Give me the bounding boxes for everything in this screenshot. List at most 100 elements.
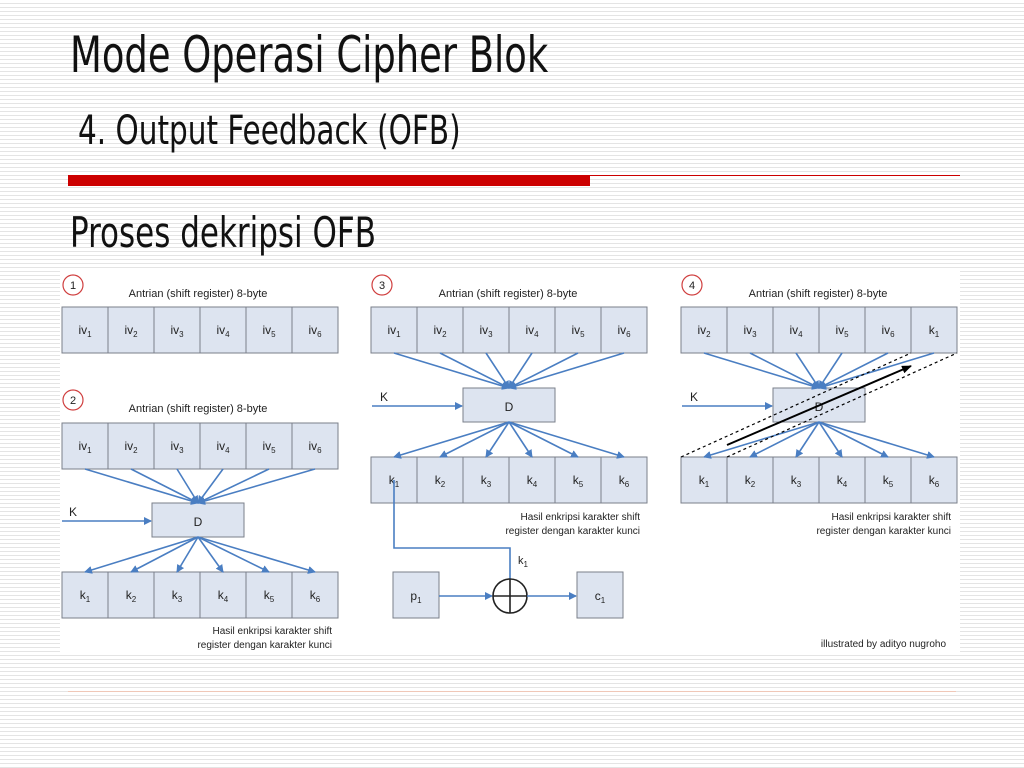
panel-3-keys-cell-label-5: k5: [573, 473, 584, 489]
panel-3-arrow-out-4: [508, 421, 533, 458]
panel-4-keys-cell-label-6: k6: [929, 473, 940, 489]
panel-3-key-label: K: [380, 390, 388, 404]
panel-4-keys-cell-label-1: k1: [699, 473, 710, 489]
panel-3-result-caption-2: register dengan karakter kunci: [505, 526, 640, 537]
panel-4-shift-dash-upper: [726, 352, 958, 458]
panel-3-arrow-out-5: [508, 421, 579, 458]
panel-3-register-cell-label-4: iv4: [525, 323, 539, 339]
panel-1-register-cell-label-3: iv3: [170, 323, 184, 339]
panel-4-register-cell-2: [726, 306, 774, 354]
panel-2-keys-cell-label-3: k3: [172, 588, 183, 604]
panel-1-register-cell-label-2: iv2: [124, 323, 138, 339]
panel-4-keys-cell-label-3: k3: [791, 473, 802, 489]
panel-1-register-cell-5: [245, 306, 293, 354]
panel-4-keys-cell-5: [864, 456, 912, 504]
panel-3-arrow-in-3: [485, 352, 510, 389]
panel-2-keys-cell-label-1: k1: [80, 588, 91, 604]
panel-2-keys-cell-2: [107, 571, 155, 619]
panel-2-keys-cell-3: [153, 571, 201, 619]
panel-3-keys-cell-label-1: k1: [389, 473, 400, 489]
panel-2-arrow-out-3: [176, 536, 199, 573]
panel-2-key-label: K: [69, 505, 77, 519]
panel-4-result-caption-2: register dengan karakter kunci: [816, 526, 951, 537]
panel-1-register-cell-label-6: iv6: [308, 323, 322, 339]
panel-3-arrow-out-3: [485, 421, 510, 458]
panel-3-keys-cell-5: [554, 456, 602, 504]
panel-4-badge-label: 4: [689, 280, 695, 292]
panel-2-result-caption-2: register dengan karakter kunci: [197, 640, 332, 651]
panel-4-arrow-in-3: [795, 352, 820, 389]
panel-2-register-cell-label-6: iv6: [308, 439, 322, 455]
panel-1-register-cell-1: [61, 306, 109, 354]
panel-3-arrow-out-6: [508, 421, 625, 459]
panel-2-keys-cell-4: [199, 571, 247, 619]
panel-3-register-cell-1: [370, 306, 418, 354]
panel-2-arrow-out-1: [84, 536, 199, 574]
panel-4-arrow-out-5: [818, 421, 889, 458]
panel-3-ciphertext-label: c1: [595, 589, 606, 605]
panel-4-keys-cell-2: [726, 456, 774, 504]
panel-2-arrow-in-5: [197, 468, 270, 504]
panel-3-arrow-in-6: [508, 352, 625, 390]
panel-4-result-caption-1: Hasil enkripsi karakter shift: [832, 512, 952, 523]
panel-2-arrow-out-6: [197, 536, 316, 574]
panel-2-register-cell-4: [199, 422, 247, 470]
panel-4-arrow-out-4: [818, 421, 843, 458]
panel-4-keys-cell-3: [772, 456, 820, 504]
panel-2-arrow-in-3: [176, 468, 199, 504]
panel-2-register-cell-label-3: iv3: [170, 439, 184, 455]
panel-4-register-cell-label-4: iv5: [835, 323, 849, 339]
panel-3-register-cell-label-6: iv6: [617, 323, 631, 339]
section-title: Proses dekripsi OFB: [70, 208, 376, 257]
panel-4-register-cell-4: [818, 306, 866, 354]
panel-4-arrow-in-1: [703, 352, 820, 390]
panel-4-register-caption: Antrian (shift register) 8-byte: [749, 288, 888, 300]
panel-2-badge-label: 2: [70, 395, 76, 407]
panel-4-register-cell-label-6: k1: [929, 323, 940, 339]
panel-2-arrow-in-2: [130, 468, 199, 504]
panel-1-register-cell-2: [107, 306, 155, 354]
panel-3-feedback-label: k1: [518, 555, 529, 569]
panel-4-keys-cell-label-2: k2: [745, 473, 756, 489]
panel-4-keys-cell-label-4: k4: [837, 473, 848, 489]
panel-3-decrypt-label: D: [505, 400, 514, 414]
slide-subtitle: 4. Output Feedback (OFB): [78, 108, 461, 154]
panel-3-register-cell-label-1: iv1: [387, 323, 401, 339]
panel-3-register-cell-label-5: iv5: [571, 323, 585, 339]
panel-2-register-cell-1: [61, 422, 109, 470]
panel-1-register-caption: Antrian (shift register) 8-byte: [129, 288, 268, 300]
panel-3-keys-cell-label-4: k4: [527, 473, 538, 489]
panel-4-arrow-out-1: [703, 421, 820, 459]
panel-3-badge-label: 3: [379, 280, 385, 292]
panel-3-keys-cell-label-2: k2: [435, 473, 446, 489]
panel-4-register-cell-label-1: iv2: [697, 323, 711, 339]
panel-2-keys-cell-6: [291, 571, 339, 619]
panel-2-register-cell-label-2: iv2: [124, 439, 138, 455]
panel-4-arrow-out-6: [818, 421, 935, 459]
panel-3-plaintext-label: p1: [410, 589, 422, 605]
panel-2-keys-cell-label-2: k2: [126, 588, 137, 604]
panel-4-arrow-in-5: [818, 352, 889, 389]
panel-4-register-cell-label-2: iv3: [743, 323, 757, 339]
panel-4-register-cell-3: [772, 306, 820, 354]
panel-2-keys-cell-5: [245, 571, 293, 619]
panel-1-badge-circle: [62, 274, 84, 296]
panel-4-keys-cell-label-5: k5: [883, 473, 894, 489]
panel-3-ciphertext-block: [576, 571, 624, 619]
panel-4-register-cell-label-5: iv6: [881, 323, 895, 339]
panel-2-register-cell-label-5: iv5: [262, 439, 276, 455]
panel-3-keys-cell-label-6: k6: [619, 473, 630, 489]
panel-4-register-cell-5: [864, 306, 912, 354]
panel-1-register-cell-label-5: iv5: [262, 323, 276, 339]
panel-3-register-cell-label-2: iv2: [433, 323, 447, 339]
panel-1-badge-label: 1: [70, 280, 76, 292]
panel-1-register-cell-label-4: iv4: [216, 323, 230, 339]
panel-2-keys-cell-label-6: k6: [310, 588, 321, 604]
panel-4-badge-circle: [681, 274, 703, 296]
panel-4-register-cell-6: [910, 306, 958, 354]
panel-2-badge-circle: [62, 389, 84, 411]
panel-2-keys-cell-label-4: k4: [218, 588, 229, 604]
panel-3-keys-cell-label-3: k3: [481, 473, 492, 489]
panel-3-register-cell-label-3: iv3: [479, 323, 493, 339]
